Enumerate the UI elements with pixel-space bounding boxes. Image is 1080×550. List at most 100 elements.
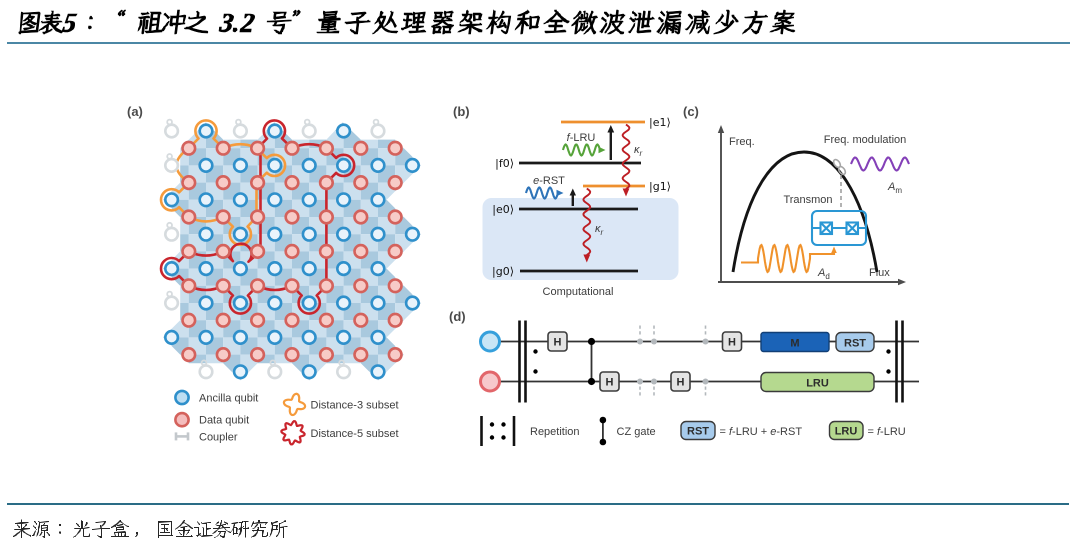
panel-d: (d) H H H H M RST LRU (449, 309, 919, 446)
distance3-legend-icon (282, 392, 307, 417)
ancilla-qubit (267, 226, 283, 242)
level-e1-label: |e1⟩ (649, 116, 671, 129)
ancilla-qubit (198, 192, 214, 208)
data-qubit (318, 243, 335, 259)
ancilla-qubit (404, 226, 421, 242)
data-qubit (353, 209, 369, 225)
lattice-cell (430, 251, 447, 268)
h-gate-label: H (677, 377, 685, 389)
panel-a-label: (a) (127, 104, 143, 119)
ancilla-legend-label: Ancilla qubit (199, 393, 258, 405)
lru-legend-chip (828, 420, 864, 441)
data-legend-icon (174, 411, 190, 428)
data-qubit (181, 209, 197, 225)
ancilla-qubit (232, 261, 248, 277)
data-qubit (387, 278, 403, 294)
ancilla-qubit (267, 329, 283, 346)
level-f0-label: |f0⟩ (495, 157, 514, 170)
ancilla-qubit (370, 261, 386, 277)
ancilla-qubit (198, 226, 214, 242)
data-qubit (250, 175, 266, 191)
lattice-cell (163, 371, 172, 381)
data-qubit (215, 209, 231, 225)
data-qubit (181, 347, 197, 363)
panel-c-label: (c) (683, 104, 699, 119)
lattice-cell (292, 389, 309, 406)
f-lru-label: f-LRU (567, 132, 596, 144)
ancilla-qubit (232, 226, 248, 242)
transmon-circuit-icon (810, 209, 868, 247)
data-qubit (318, 175, 335, 191)
lattice-cell (258, 389, 275, 406)
measure-gate: M (760, 331, 830, 353)
lattice-cell (430, 148, 447, 165)
lattice-cell (430, 303, 447, 320)
lattice-cell (430, 389, 447, 406)
lru-gate-label: LRU (806, 378, 829, 390)
unused-qubit (301, 123, 317, 139)
data-qubit (318, 140, 335, 156)
ancilla-qubit (404, 295, 421, 311)
data-qubit (284, 347, 300, 363)
lattice-cell (412, 268, 421, 286)
lattice-cell (137, 389, 154, 406)
data-qubit (250, 278, 266, 294)
unused-qubit (164, 123, 180, 139)
data-qubit (353, 140, 369, 156)
ancilla-qubit (301, 157, 317, 173)
ancilla-qubit (164, 261, 180, 277)
chain-link-icon (832, 158, 847, 176)
unused-qubit (232, 123, 248, 139)
lru-legend-chip-label: LRU (835, 426, 858, 438)
kappa-r-label-2: κr (595, 223, 604, 237)
unused-qubit (164, 295, 180, 311)
unused-qubit (164, 226, 180, 242)
ancilla-qubit (198, 261, 214, 277)
data-qubit (353, 278, 369, 294)
level-e0-label: |e0⟩ (492, 203, 514, 216)
computational-label: Computational (543, 286, 614, 298)
ancilla-qubit (336, 329, 352, 346)
level-g1-label: |g1⟩ (649, 180, 671, 193)
data-qubit (250, 209, 266, 225)
ancilla-qubit (232, 295, 248, 311)
left-repetition-bars (518, 320, 538, 403)
lattice-cell (412, 337, 421, 355)
ancilla-qubit (336, 157, 352, 173)
data-qubit (215, 243, 231, 259)
coupler-legend-label: Coupler (199, 431, 238, 443)
lattice-cell (412, 320, 421, 338)
flux-axis-label: Flux (869, 267, 890, 279)
panel-a-legend: Ancilla qubit Data qubit Coupler Distanc… (174, 389, 399, 446)
ancilla-qubit (198, 329, 214, 346)
data-qubit (284, 243, 300, 259)
ancilla-qubit (301, 226, 317, 242)
data-qubit (318, 312, 335, 328)
frequency-curve (731, 150, 879, 273)
ancilla-qubit (336, 295, 352, 311)
data-qubit (353, 347, 369, 363)
lattice-cell (395, 122, 413, 131)
rst-legend-chip (680, 420, 716, 441)
unused-qubit (198, 364, 214, 380)
ancilla-qubit (301, 329, 317, 346)
data-qubit (387, 243, 403, 259)
ancilla-qubit (301, 192, 317, 208)
ancilla-qubit (336, 261, 352, 277)
freq-modulation-label: Freq. modulation (824, 134, 907, 146)
ancilla-qubit (232, 364, 248, 380)
data-legend-label: Data qubit (199, 415, 249, 427)
lattice-cell (137, 286, 154, 303)
repetition-markers (637, 325, 709, 398)
distance5-legend-label: Distance-5 subset (311, 428, 399, 440)
panel-b: (b) |f0⟩ |e0⟩ |g0⟩ |e1⟩ |g1⟩ f-LRU e-RST… (453, 104, 679, 298)
modulation-wave (850, 156, 910, 172)
f-lru-pulse-icon (561, 143, 606, 157)
lattice-cell (137, 200, 154, 217)
data-qubit (353, 175, 369, 191)
lattice-cell (137, 269, 154, 286)
data-qubit (284, 209, 300, 225)
distance3-subset-outline (159, 119, 287, 247)
qubit-lattice (137, 114, 447, 406)
lattice-cell (430, 114, 447, 131)
